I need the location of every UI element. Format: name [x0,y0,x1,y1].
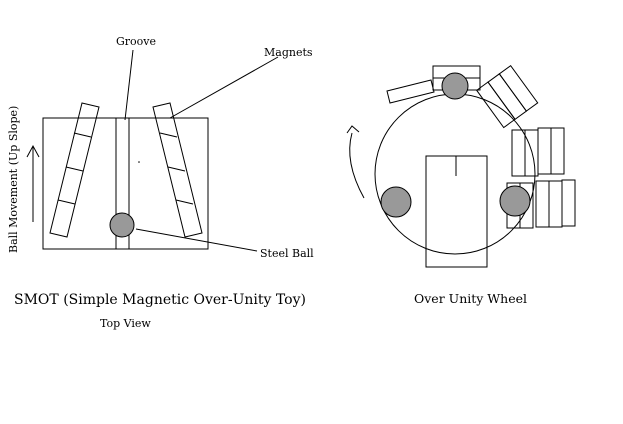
smot-diagram [26,49,279,252]
up-arrow-icon [26,144,40,222]
groove-leader-line [124,49,134,121]
top-view-label: Top View [100,317,151,330]
smot-title: SMOT (Simple Magnetic Over-Unity Toy) [14,292,306,308]
steel-ball-leader-line [135,228,258,252]
groove-label: Groove [116,35,156,48]
steel-ball [109,212,135,238]
magnets-leader-line [169,56,279,119]
wheel-ball-right [499,185,531,217]
center-dot [138,161,140,163]
wheel-ball-top [441,72,469,100]
steel-ball-label: Steel Ball [260,247,314,260]
right-magnet-strip [152,102,203,238]
left-magnet-strip [49,102,100,238]
wheel-title: Over Unity Wheel [414,291,527,306]
upper-right-magnet-group [475,64,539,129]
right-magnet-group-upper [511,127,565,177]
wheel-ball-left [380,186,412,218]
ball-movement-label: Ball Movement (Up Slope) [7,106,20,253]
wheel-rim [374,93,536,255]
groove-channel [115,117,130,250]
rotation-arrow-icon [346,125,365,199]
wheel-diagram [346,64,576,268]
magnets-label: Magnets [264,46,313,59]
